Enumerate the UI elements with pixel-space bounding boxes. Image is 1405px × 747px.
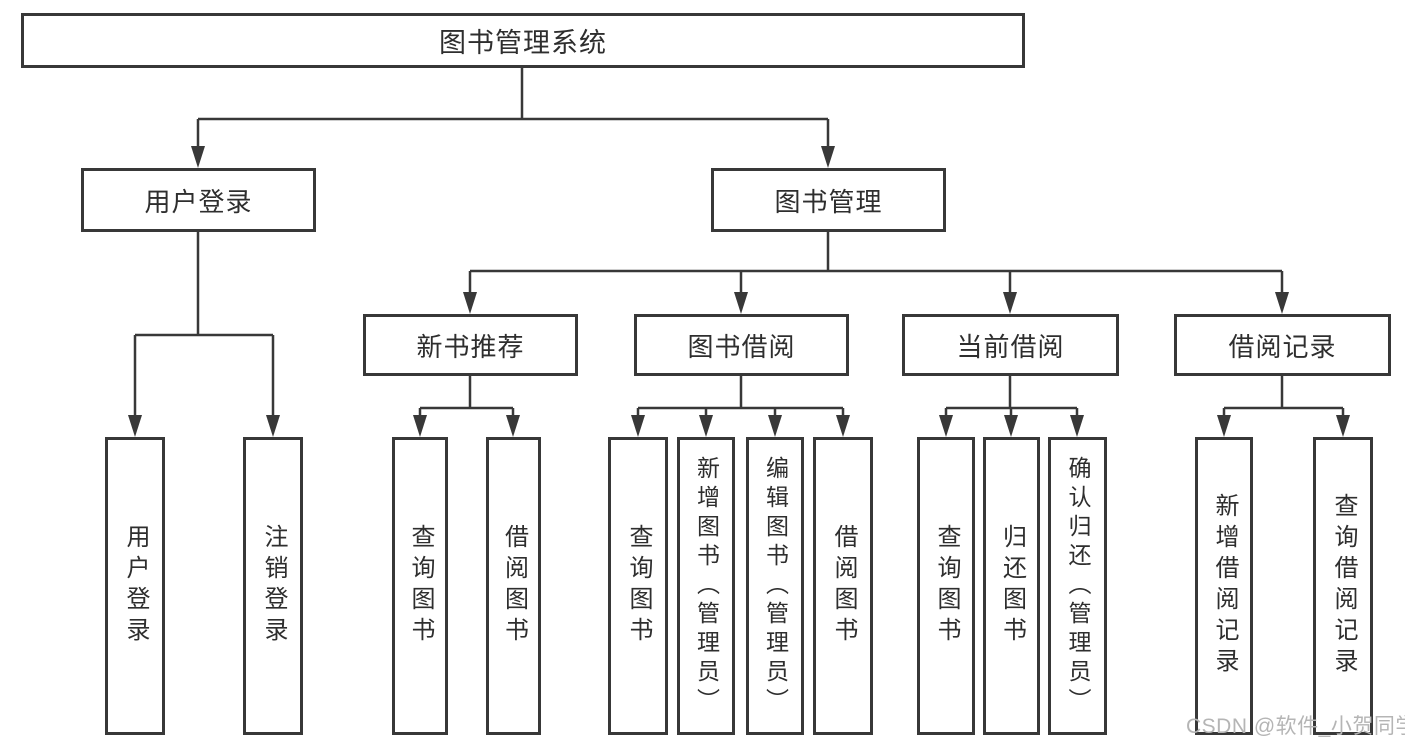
node-leaf-records-add-record: 新增借阅记录: [1195, 437, 1253, 735]
node-leaf-borrow-query-books: 查询图书: [608, 437, 668, 735]
edge-book-mgmt-to-sections: [463, 232, 1289, 314]
node-leaf-newbook-borrow-books: 借阅图书: [486, 437, 541, 735]
node-leaf-user-login: 用户登录: [105, 437, 165, 735]
edge-current-borrow-to-leaves: [939, 376, 1084, 437]
node-root: 图书管理系统: [21, 13, 1025, 68]
node-leaf-newbook-query-books: 查询图书: [392, 437, 448, 735]
arrow-down-icon: [1004, 415, 1018, 437]
arrow-down-icon: [939, 415, 953, 437]
arrow-down-icon: [1070, 415, 1084, 437]
node-borrow-records: 借阅记录: [1174, 314, 1391, 376]
node-leaf-current-return-books: 归还图书: [983, 437, 1040, 735]
edge-line: [636, 376, 845, 415]
edge-new-book-to-leaves: [413, 376, 520, 437]
edge-user-login-to-leaves: [128, 232, 280, 437]
arrow-down-icon: [506, 415, 520, 437]
node-leaf-borrow-borrow-books: 借阅图书: [813, 437, 873, 735]
node-leaf-borrow-add-books-admin: 新增图书（管理员）: [677, 437, 735, 735]
node-leaf-current-confirm-return-admin: 确认归还（管理员）: [1048, 437, 1107, 735]
node-book-management: 图书管理: [711, 168, 946, 232]
edge-root-to-level2: [191, 68, 835, 168]
edge-line: [1222, 376, 1345, 415]
edge-records-to-leaves: [1217, 376, 1350, 437]
arrow-down-icon: [266, 415, 280, 437]
edge-line: [468, 232, 1284, 292]
arrow-down-icon: [734, 292, 748, 314]
node-leaf-logout: 注销登录: [243, 437, 303, 735]
node-new-book-recommend: 新书推荐: [363, 314, 578, 376]
arrow-down-icon: [768, 415, 782, 437]
arrow-down-icon: [1003, 292, 1017, 314]
node-user-login: 用户登录: [81, 168, 316, 232]
edge-line: [944, 376, 1079, 415]
csdn-watermark: CSDN @软件_小贺同学: [1186, 715, 1405, 738]
node-leaf-records-query-record: 查询借阅记录: [1313, 437, 1373, 735]
arrow-down-icon: [699, 415, 713, 437]
node-book-borrow: 图书借阅: [634, 314, 849, 376]
arrow-down-icon: [1217, 415, 1231, 437]
edge-line: [196, 68, 830, 146]
arrow-down-icon: [631, 415, 645, 437]
arrow-down-icon: [1336, 415, 1350, 437]
node-leaf-borrow-edit-books-admin: 编辑图书（管理员）: [746, 437, 804, 735]
edge-line: [418, 376, 515, 415]
arrow-down-icon: [463, 292, 477, 314]
node-current-borrow: 当前借阅: [902, 314, 1119, 376]
arrow-down-icon: [836, 415, 850, 437]
edge-line: [133, 232, 275, 415]
arrow-down-icon: [128, 415, 142, 437]
arrow-down-icon: [413, 415, 427, 437]
arrow-down-icon: [821, 146, 835, 168]
edge-book-borrow-to-leaves: [631, 376, 850, 437]
node-leaf-current-query-books: 查询图书: [917, 437, 975, 735]
arrow-down-icon: [1275, 292, 1289, 314]
arrow-down-icon: [191, 146, 205, 168]
